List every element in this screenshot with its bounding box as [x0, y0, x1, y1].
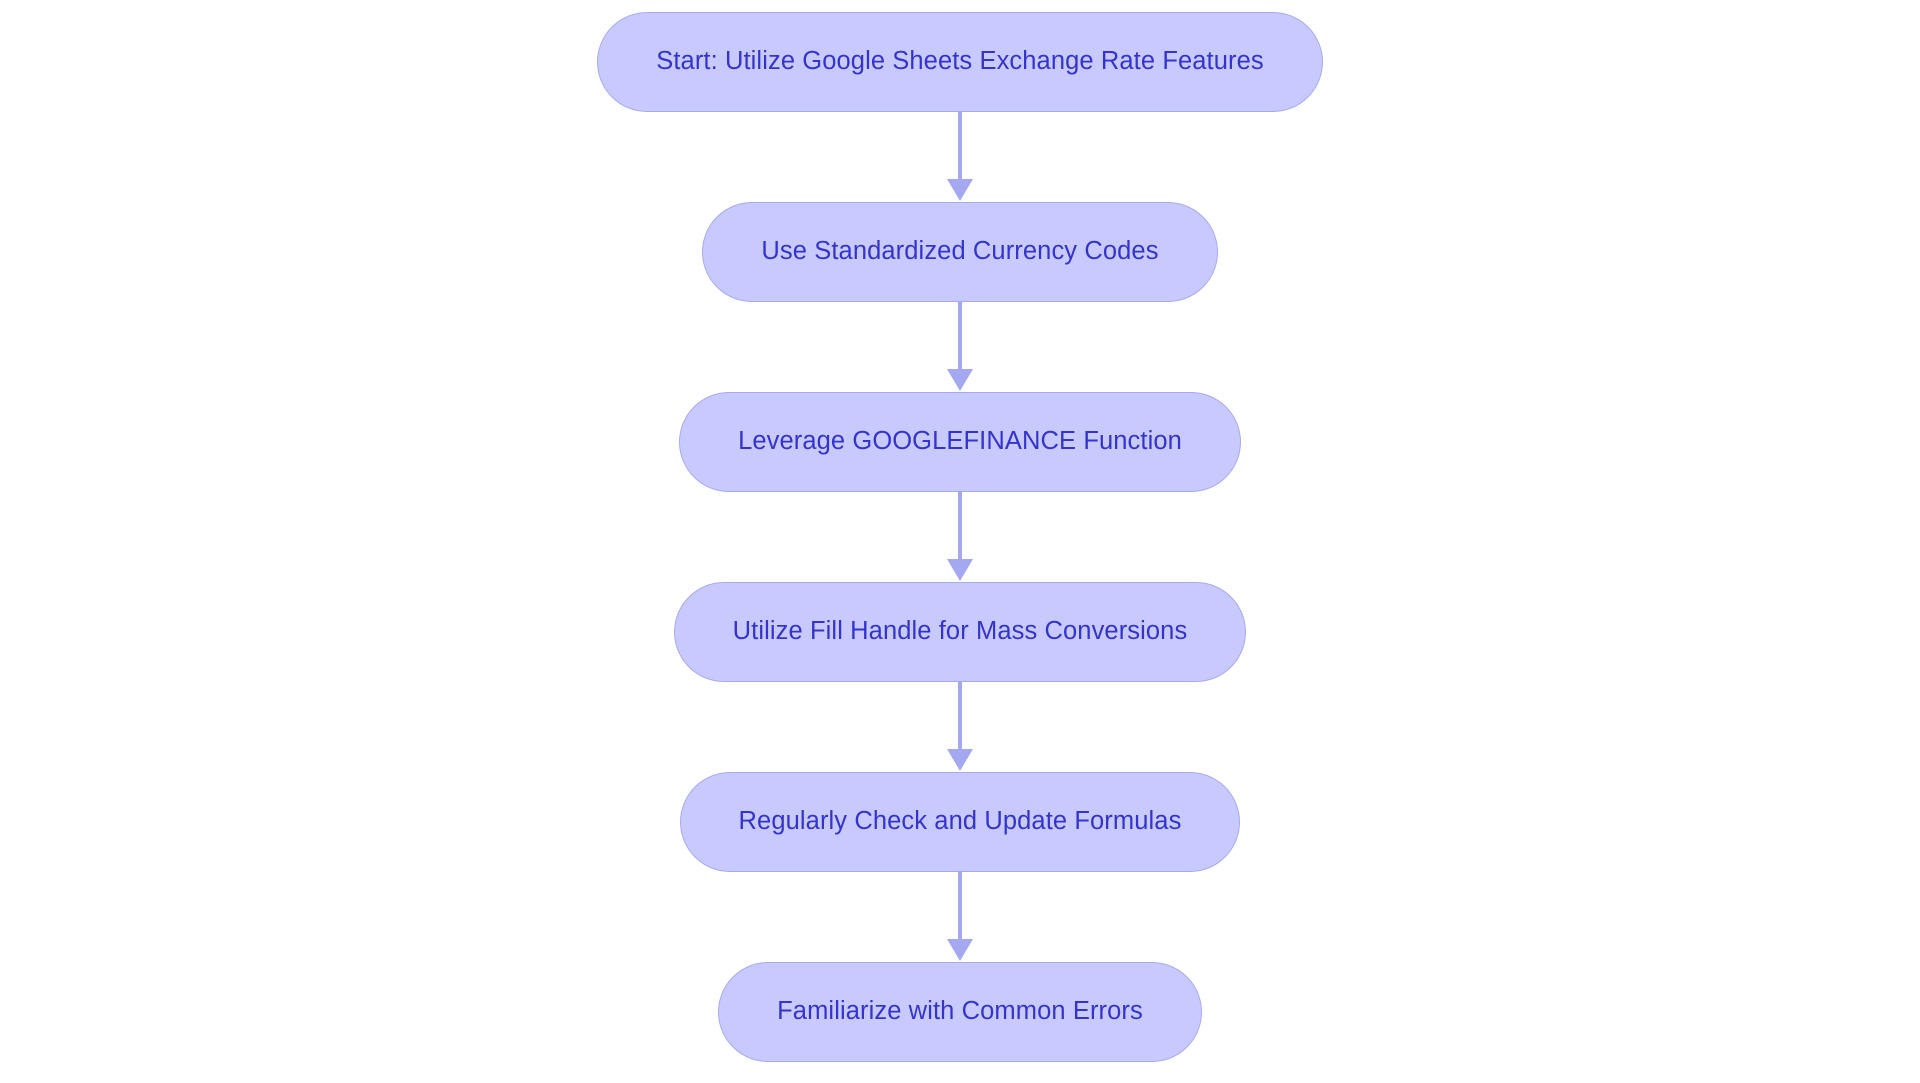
flowchart-node-label: Regularly Check and Update Formulas	[738, 807, 1182, 836]
arrow-line	[958, 302, 962, 370]
arrow-line	[958, 682, 962, 750]
flowchart-node-label: Leverage GOOGLEFINANCE Function	[738, 427, 1182, 456]
flowchart-arrow-1	[940, 112, 980, 202]
flowchart-node-fill-handle[interactable]: Utilize Fill Handle for Mass Conversions	[673, 582, 1247, 682]
flowchart-node-label: Use Standardized Currency Codes	[761, 237, 1159, 266]
arrowhead-down-icon	[947, 749, 973, 771]
flowchart-arrow-2	[940, 302, 980, 392]
flowchart-node-label: Utilize Fill Handle for Mass Conversions	[732, 617, 1188, 646]
flowchart-node-common-errors[interactable]: Familiarize with Common Errors	[718, 962, 1202, 1062]
arrowhead-down-icon	[947, 179, 973, 201]
flowchart-node-update-formulas[interactable]: Regularly Check and Update Formulas	[679, 772, 1241, 872]
arrow-line	[958, 112, 962, 180]
arrowhead-down-icon	[947, 369, 973, 391]
arrowhead-down-icon	[947, 939, 973, 961]
arrow-line	[958, 492, 962, 560]
arrow-line	[958, 872, 962, 940]
flowchart-node-currency-codes[interactable]: Use Standardized Currency Codes	[702, 202, 1218, 302]
flowchart-node-label: Familiarize with Common Errors	[777, 997, 1143, 1026]
flowchart-arrow-4	[940, 682, 980, 772]
flowchart-arrow-3	[940, 492, 980, 582]
arrowhead-down-icon	[947, 559, 973, 581]
flowchart-arrow-5	[940, 872, 980, 962]
flowchart-node-googlefinance[interactable]: Leverage GOOGLEFINANCE Function	[679, 392, 1241, 492]
flowchart-node-start[interactable]: Start: Utilize Google Sheets Exchange Ra…	[597, 12, 1323, 112]
flowchart-node-label: Start: Utilize Google Sheets Exchange Ra…	[656, 47, 1264, 76]
